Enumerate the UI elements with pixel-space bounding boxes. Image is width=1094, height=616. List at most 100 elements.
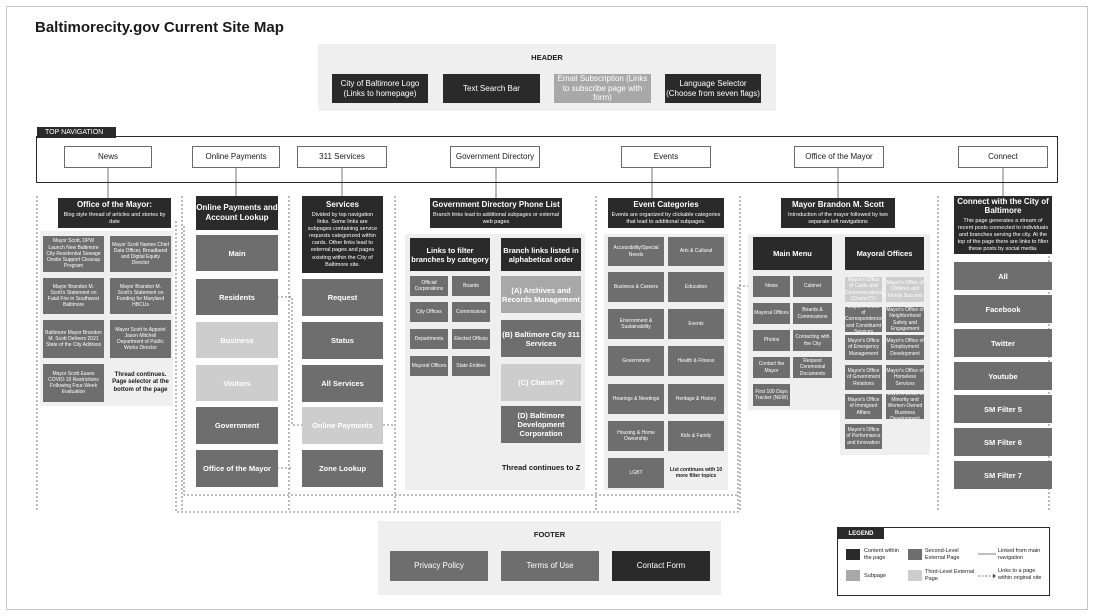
payments-item-visitors[interactable]: Visitors	[196, 365, 278, 401]
mayor-menu-item[interactable]: Request Ceremonial Documents	[793, 357, 832, 378]
directory-filter[interactable]: Elected Offices	[452, 329, 490, 349]
directory-filter[interactable]: State Entities	[452, 356, 490, 376]
header-email-subscription[interactable]: Email Subscription (Links to subscribe p…	[554, 74, 651, 103]
mayoral-office-item[interactable]: Mayor's Office of Correspondence and Con…	[845, 307, 882, 332]
directory-branch[interactable]: (B) Baltimore City 311 Services	[501, 320, 581, 357]
mayor-menu-item[interactable]: Boards & Commissions	[793, 303, 832, 324]
mayoral-office-label: Mayor's Office of Homeless Services	[886, 368, 924, 387]
mayoral-office-item[interactable]: Mayor's Office of Performance and Innova…	[845, 424, 882, 449]
events-category[interactable]: Hearings & Meetings	[608, 384, 664, 414]
events-category[interactable]: Accessibility/Special Needs	[608, 237, 664, 266]
mayor-menu-item[interactable]: Photos	[753, 330, 790, 351]
directory-filter[interactable]: Official Corporations	[410, 276, 448, 296]
news-post[interactable]: Mayor Scott, DPW Launch New Baltimore Ci…	[43, 236, 104, 272]
directory-filter[interactable]: Departments	[410, 329, 448, 349]
footer-privacy-policy[interactable]: Privacy Policy	[390, 551, 488, 581]
mayor-menu-item[interactable]: Contacting with the City	[793, 330, 832, 351]
connect-filter-twitter[interactable]: Twitter	[954, 329, 1052, 357]
mayoral-office-item[interactable]: Mayor's Office of Immigrant Affairs	[845, 394, 882, 419]
mayor-menu-item[interactable]: Contact the Mayor	[753, 357, 790, 378]
events-category[interactable]: Education	[668, 272, 724, 302]
directory-filter-label: Departments	[414, 335, 444, 342]
connect-filter-5[interactable]: SM Filter 5	[954, 395, 1052, 423]
mayoral-office-item[interactable]: Mayor's Office of Emergency Management	[845, 335, 882, 360]
directory-filter[interactable]: Boards	[452, 276, 490, 296]
events-category[interactable]: Kids & Family	[668, 421, 724, 451]
mayor-menu-item[interactable]: First 100 Days Tracker (NEW)	[753, 384, 790, 406]
nav-online-payments[interactable]: Online Payments	[192, 146, 280, 168]
header-language-selector[interactable]: Language Selector (Choose from seven fla…	[665, 74, 761, 103]
events-category[interactable]: Government	[608, 346, 664, 376]
events-category[interactable]: Health & Fitness	[668, 346, 724, 376]
news-post[interactable]: Baltimore Mayor Brandon M. Scott Deliver…	[43, 320, 104, 358]
legend-solid-line-icon	[978, 553, 996, 555]
nav-events[interactable]: Events	[621, 146, 711, 168]
events-category[interactable]: LGBT	[608, 458, 664, 488]
events-category[interactable]: Environment & Sustainability	[608, 309, 664, 339]
news-post[interactable]: Mayor Brandon M. Scott's Statement on Fu…	[110, 278, 171, 314]
services-item-all-services[interactable]: All Services	[302, 365, 383, 402]
connect-filter-7[interactable]: SM Filter 7	[954, 461, 1052, 489]
services-item-label: Status	[331, 336, 354, 345]
events-category[interactable]: Heritage & History	[668, 384, 724, 414]
directory-filter[interactable]: Mayoral Offices	[410, 356, 448, 376]
events-category[interactable]: Housing & Home Ownership	[608, 421, 664, 451]
footer-terms-of-use[interactable]: Terms of Use	[501, 551, 599, 581]
mayoral-office-item[interactable]: Mayor's Office of Cable and Communicatio…	[845, 277, 882, 302]
events-category[interactable]: Business & Careers	[608, 272, 664, 302]
connect-filter-all[interactable]: All	[954, 262, 1052, 290]
news-post[interactable]: Mayor Scott Names Chief Data Officer, Br…	[110, 236, 171, 272]
events-category[interactable]: Arts & Cultural	[668, 237, 724, 266]
connect-filter-facebook[interactable]: Facebook	[954, 295, 1052, 323]
services-item-online-payments[interactable]: Online Payments	[302, 407, 383, 444]
canvas-border	[6, 6, 1088, 610]
news-pagination-note[interactable]: Thread continues. Page selector at the b…	[110, 364, 171, 402]
nav-news[interactable]: News	[64, 146, 152, 168]
mayoral-office-item[interactable]: Mayor's Office of Neighborhood Safety an…	[886, 307, 924, 332]
payments-item-government[interactable]: Government	[196, 407, 278, 444]
directory-branch-title: Branch links listed in alphabetical orde…	[503, 245, 579, 264]
nav-311-services[interactable]: 311 Services	[297, 146, 387, 168]
header-search[interactable]: Text Search Bar	[443, 74, 540, 103]
directory-filter[interactable]: Commissions	[452, 302, 490, 322]
services-item-request[interactable]: Request	[302, 279, 383, 316]
mayor-menu-item[interactable]: Cabinet	[793, 276, 832, 297]
directory-filter-label: Official Corporations	[414, 279, 444, 292]
footer-contact-form[interactable]: Contact Form	[612, 551, 710, 581]
mayor-menu-item[interactable]: Mayoral Offices	[753, 303, 790, 324]
directory-filter[interactable]: City Offices	[410, 302, 448, 322]
news-post[interactable]: Mayor Brandon M. Scott's Statement on Fa…	[43, 278, 104, 314]
payments-item-label: Main	[228, 248, 246, 258]
services-item-status[interactable]: Status	[302, 322, 383, 359]
mayoral-office-item[interactable]: Mayor's Office of Children and Family Su…	[886, 277, 924, 302]
connect-filter-label: Facebook	[985, 304, 1021, 314]
payments-item-business[interactable]: Business	[196, 322, 278, 358]
header-logo[interactable]: City of Baltimore Logo (Links to homepag…	[332, 74, 428, 103]
connect-filter-youtube[interactable]: Youtube	[954, 362, 1052, 390]
mayoral-office-item[interactable]: Mayor's Office of Government Relations	[845, 365, 882, 390]
nav-government-directory[interactable]: Government Directory	[450, 146, 540, 168]
mayoral-office-item[interactable]: Mayor's Office of Employment Development	[886, 335, 924, 360]
payments-item-office-of-the-mayor[interactable]: Office of the Mayor	[196, 450, 278, 487]
mayoral-office-item[interactable]: Mayor's Office of Minority and Women-Own…	[886, 394, 924, 419]
mayoral-office-item[interactable]: Mayor's Office of Homeless Services	[886, 365, 924, 390]
connect-filter-label: All	[998, 271, 1008, 281]
connect-filter-6[interactable]: SM Filter 6	[954, 428, 1052, 456]
nav-office-of-the-mayor[interactable]: Office of the Mayor	[794, 146, 884, 168]
directory-branch[interactable]: (A) Archives and Records Management	[501, 276, 581, 313]
services-desc: Divided by top navigation links. Some li…	[307, 211, 378, 268]
payments-item-main[interactable]: Main	[196, 235, 278, 271]
legend-linked-text: Linked from main navigation	[998, 548, 1041, 562]
payments-item-residents[interactable]: Residents	[196, 279, 278, 315]
payments-item-label: Government	[214, 421, 260, 430]
nav-connect[interactable]: Connect	[958, 146, 1048, 168]
news-post[interactable]: Mayor Scott to Appoint Jason Mitchell De…	[110, 320, 171, 358]
events-category[interactable]: Events	[668, 309, 724, 339]
news-post[interactable]: Mayor Scott Eases COVID-19 Restrictions …	[43, 364, 104, 402]
header-email-label: Email Subscription (Links to subscribe p…	[557, 74, 648, 103]
mayor-menu-item[interactable]: News	[753, 276, 790, 297]
services-item-zone-lookup[interactable]: Zone Lookup	[302, 450, 383, 487]
directory-branch[interactable]: (C) CharmTV	[501, 364, 581, 401]
online-payments-title: Online Payments and Account Lookup	[196, 203, 278, 222]
directory-branch[interactable]: (D) Baltimore Development Corporation	[501, 406, 581, 443]
